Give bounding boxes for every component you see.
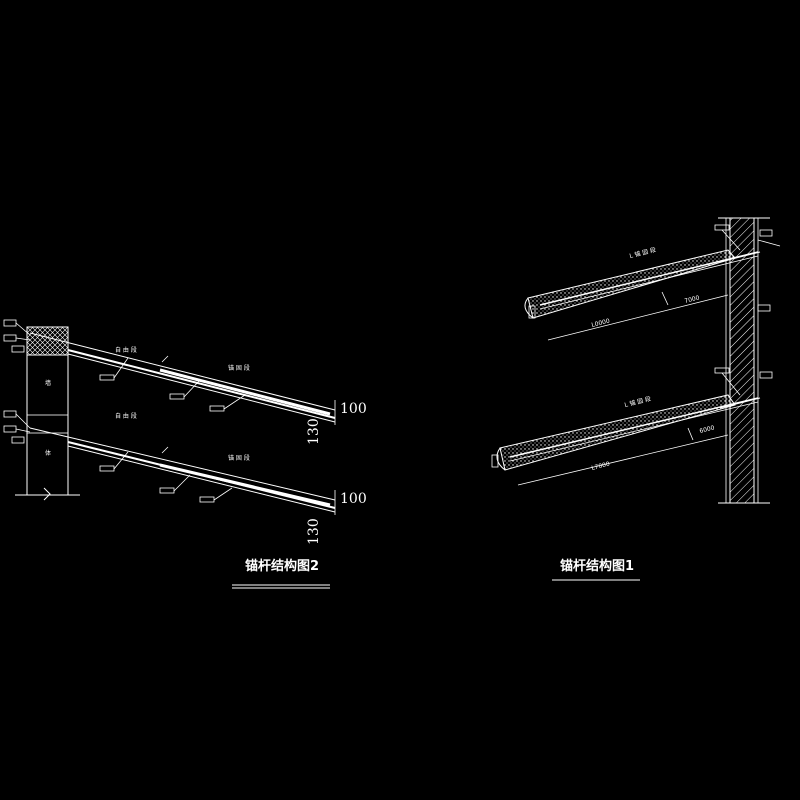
wall-label-2: 体 bbox=[45, 449, 51, 457]
wall-side-tag bbox=[757, 304, 771, 312]
bottom-tag-2 bbox=[159, 487, 175, 494]
lower-dim-line bbox=[517, 434, 729, 486]
break-line-mark bbox=[43, 487, 51, 501]
anchor-lower: L 锚 固 段 L7000 6000 bbox=[491, 367, 773, 486]
top-dim-100: 100 bbox=[340, 401, 367, 417]
top-dim-130: 130 bbox=[306, 418, 322, 445]
upper-dim-line bbox=[547, 294, 729, 341]
left-side-callouts bbox=[3, 319, 31, 444]
left-drawing: 墙 体 自 由 段 锚 固 段 bbox=[3, 319, 367, 589]
right-wall-hatch bbox=[729, 217, 755, 504]
bottom-dim-100: 100 bbox=[340, 491, 367, 507]
right-wall bbox=[718, 217, 771, 504]
top-free-label: 自 由 段 bbox=[115, 346, 137, 354]
bottom-tag-1 bbox=[99, 465, 115, 472]
lower-dim-part: 6000 bbox=[699, 424, 716, 435]
upper-head-tag bbox=[759, 229, 773, 237]
lower-dim-total: L7000 bbox=[591, 461, 611, 472]
top-tag-2 bbox=[169, 393, 185, 400]
bottom-dim-130: 130 bbox=[306, 518, 322, 545]
upper-dim-total: L0000 bbox=[591, 318, 611, 329]
right-title: 锚杆结构图1 bbox=[560, 558, 634, 574]
top-anchor-label: 锚 固 段 bbox=[228, 364, 250, 372]
lower-grout-label: L 锚 固 段 bbox=[624, 395, 652, 409]
bottom-tag-3 bbox=[199, 496, 215, 503]
wall-label-1: 墙 bbox=[45, 379, 51, 387]
right-drawing: L 锚 固 段 L0000 7000 L 锚 固 段 L7000 6000 锚杆… bbox=[491, 217, 781, 581]
top-tag-1 bbox=[99, 374, 115, 381]
left-wall: 墙 体 bbox=[15, 326, 80, 501]
lower-grout-body bbox=[499, 394, 736, 471]
left-title: 锚杆结构图2 bbox=[245, 558, 319, 574]
upper-top-tag bbox=[714, 224, 730, 231]
bottom-anchor-label: 锚 固 段 bbox=[228, 454, 250, 462]
top-tag-3 bbox=[209, 405, 225, 412]
upper-grout-label: L 锚 固 段 bbox=[629, 246, 657, 260]
upper-dim-part: 7000 bbox=[684, 294, 701, 305]
lower-head-tag bbox=[759, 371, 773, 379]
bottom-free-label: 自 由 段 bbox=[115, 412, 137, 420]
anchor-bottom: 自 由 段 锚 固 段 100 130 bbox=[29, 412, 367, 545]
lower-top-tag bbox=[714, 367, 730, 374]
anchor-top: 自 由 段 锚 固 段 100 130 bbox=[29, 332, 367, 445]
upper-grout-body bbox=[527, 249, 736, 319]
